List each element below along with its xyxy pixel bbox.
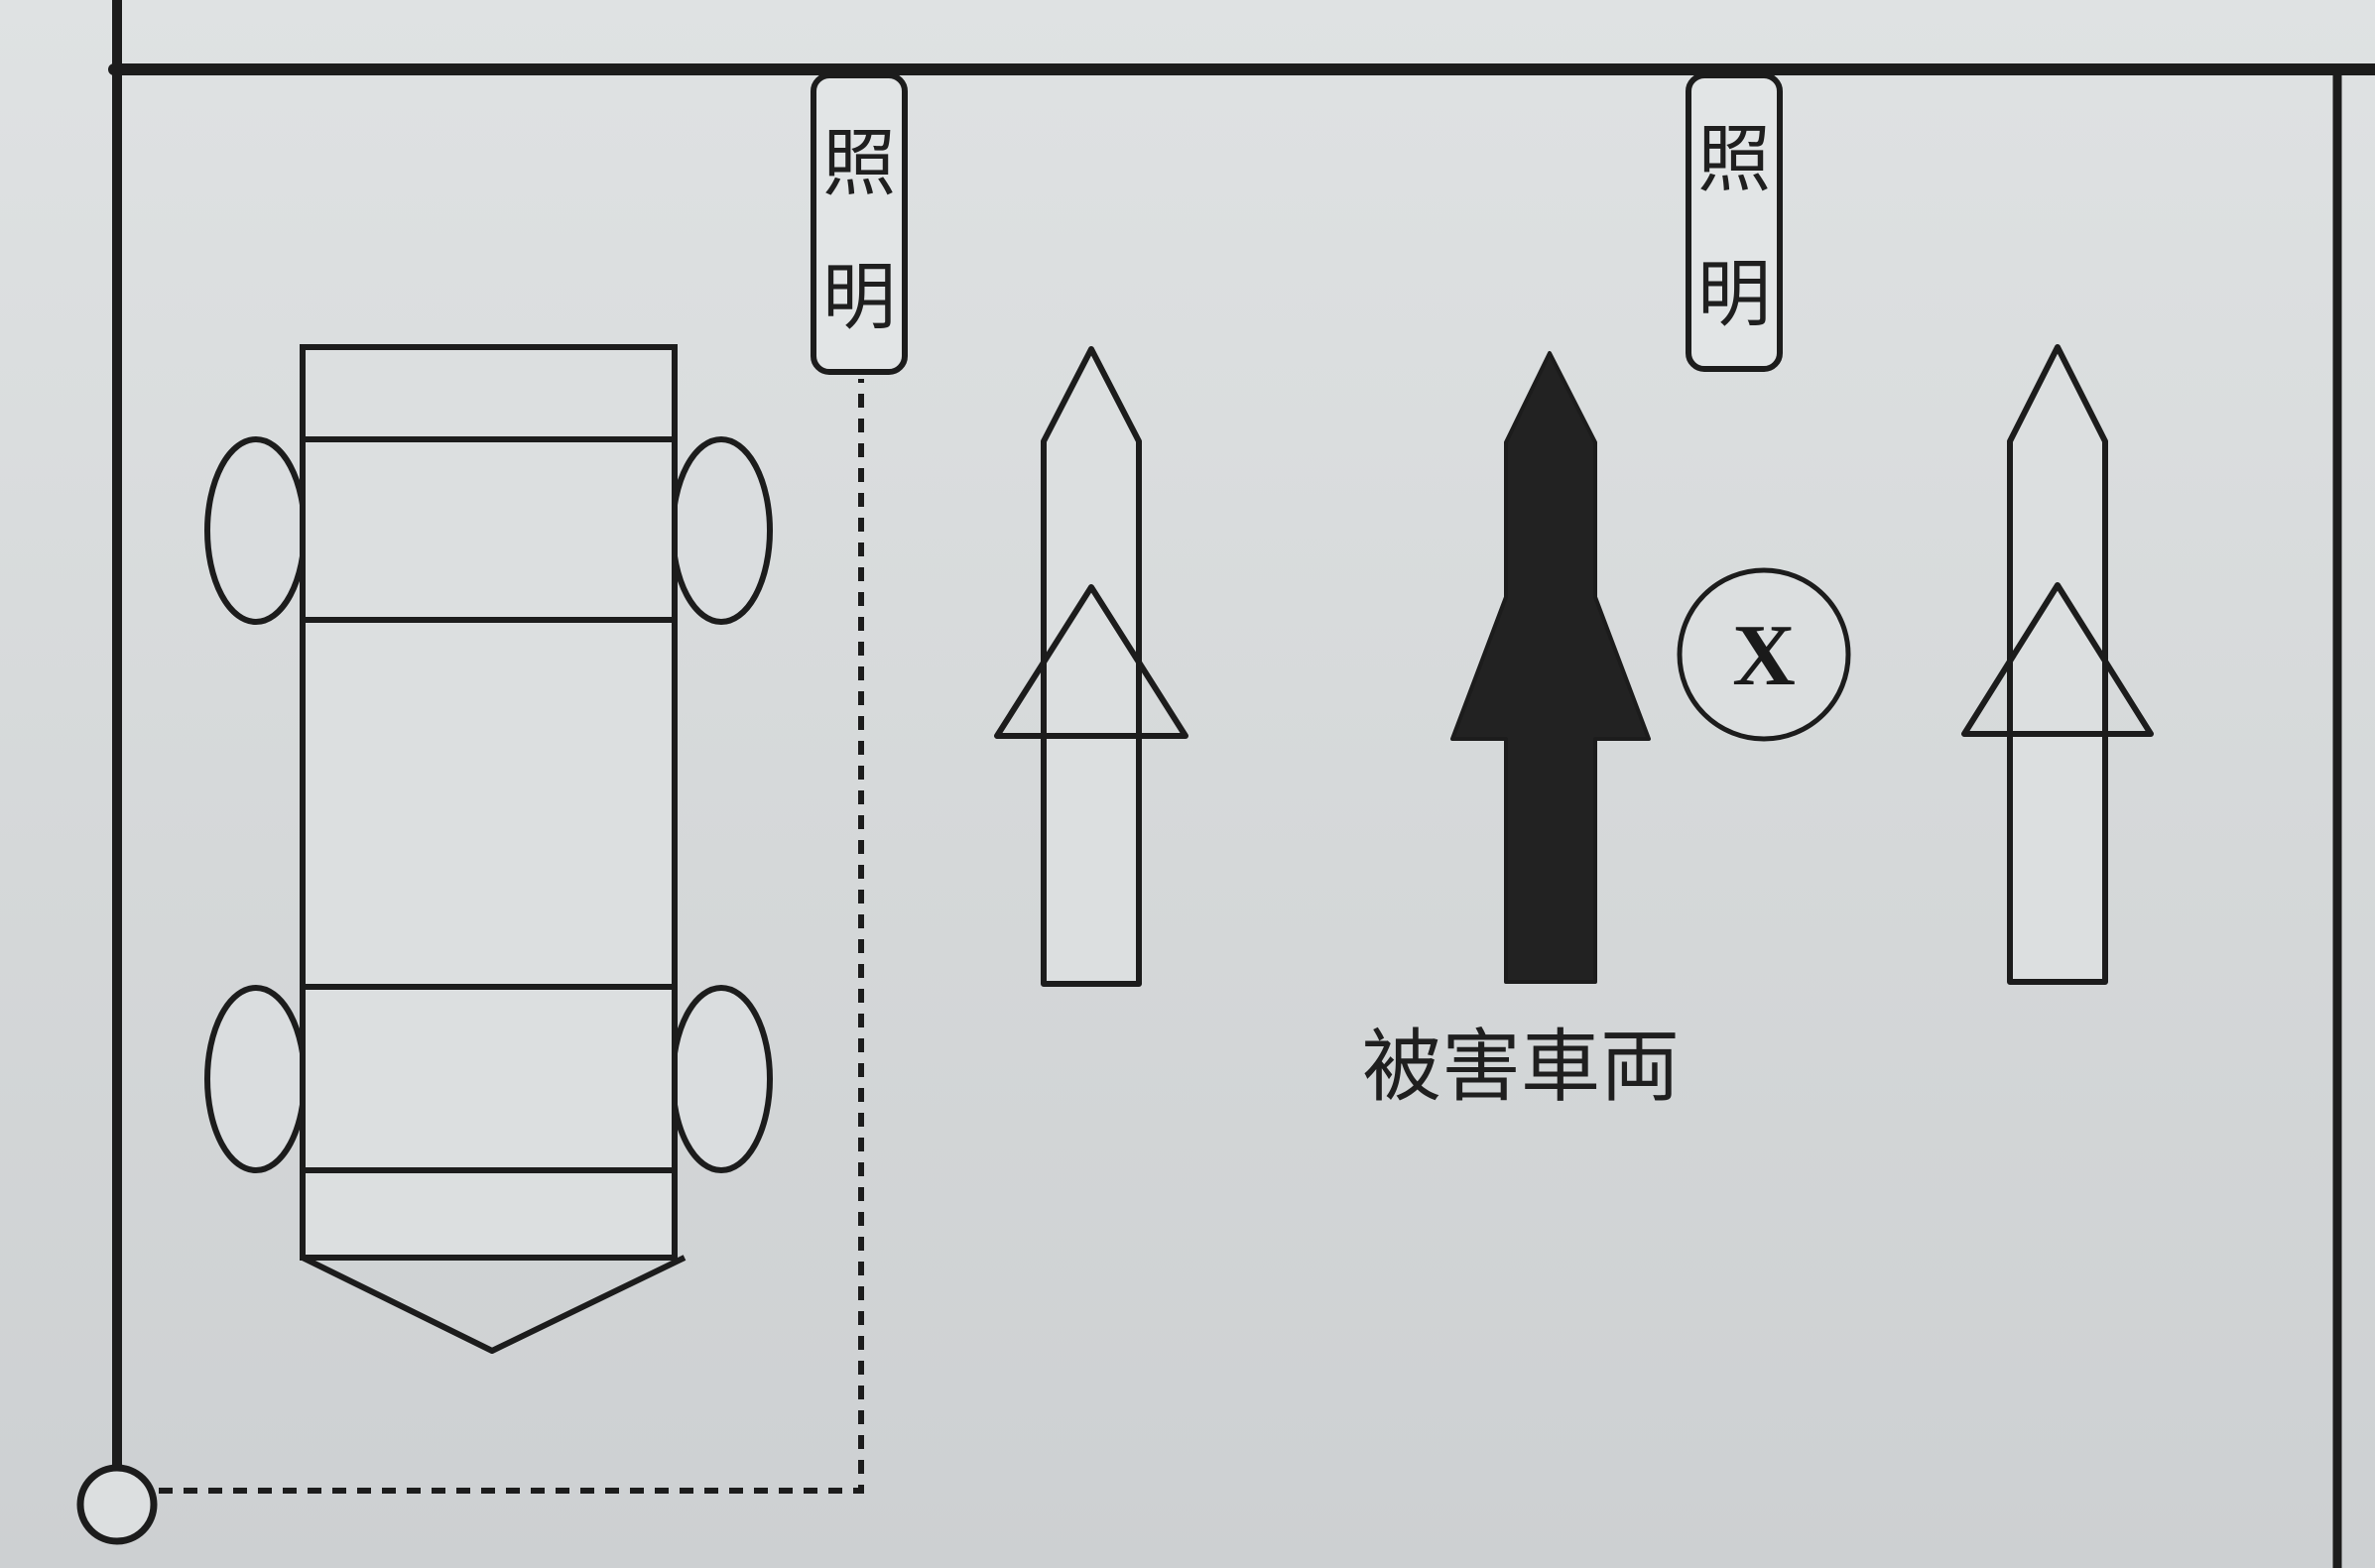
x-marker: X: [1677, 567, 1851, 742]
car-body: [300, 344, 678, 1261]
outline-arrow-left: [994, 346, 1188, 987]
car-wheel-front-left: [204, 436, 308, 625]
light-2-box: [1686, 72, 1783, 372]
outline-arrow-right-body: [2007, 344, 2108, 985]
parked-car: [204, 344, 773, 1354]
light-2-label-top: 照: [1697, 117, 1771, 202]
x-marker-circle: [1677, 567, 1851, 742]
outline-arrow-right-wings: [1961, 582, 2154, 737]
outline-arrow-left-body: [1041, 346, 1142, 987]
light-2: 照 明: [1686, 72, 1783, 372]
light-1-label-top: 照: [822, 121, 896, 206]
car-rear-chevron: [301, 1255, 687, 1354]
victim-vehicle-arrow-shape: [1450, 351, 1651, 984]
light-1-label-bottom: 明: [822, 255, 896, 340]
outline-arrow-left-wings: [994, 584, 1188, 739]
car-wheel-front-right: [670, 436, 773, 625]
car-wheel-rear-right: [670, 985, 773, 1173]
victim-vehicle-arrow: [1450, 351, 1651, 984]
car-wheel-rear-left: [204, 985, 308, 1173]
light-1: 照 明: [811, 72, 908, 375]
victim-vehicle-label: 被害車両: [1362, 1021, 1680, 1113]
road-boundaries: [108, 0, 2375, 1568]
light-1-box: [811, 72, 908, 375]
outline-arrow-right: [1961, 344, 2154, 985]
reference-point-circle: [76, 1464, 158, 1545]
dotted-guide-line: [159, 379, 864, 1494]
x-marker-label: X: [1732, 608, 1796, 704]
light-2-label-bottom: 明: [1697, 252, 1771, 337]
reference-point: [76, 379, 864, 1545]
